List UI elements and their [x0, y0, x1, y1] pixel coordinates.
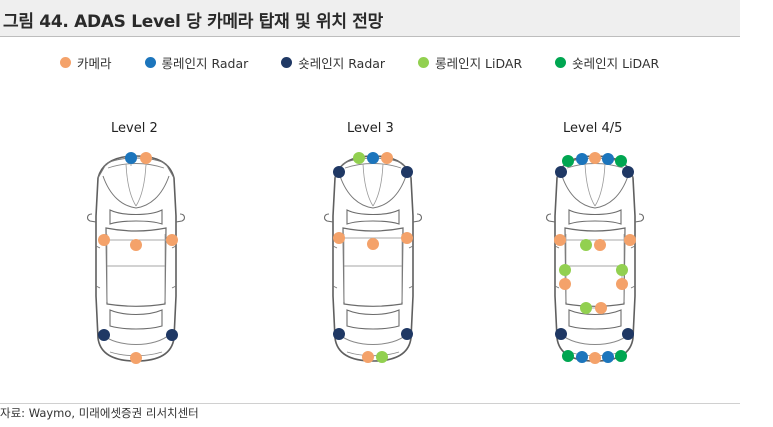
short-radar-dot: [622, 328, 634, 340]
camera-dot: [624, 234, 636, 246]
legend-item-short-lidar: 숏레인지 LiDAR: [555, 53, 659, 72]
camera-dot: [381, 152, 393, 164]
camera-dot: [559, 278, 571, 290]
short-radar-dot: [333, 328, 345, 340]
legend-item-camera: 카메라: [60, 53, 112, 72]
short-radar-dot: [401, 166, 413, 178]
legend-item-short-radar: 숏레인지 Radar: [281, 53, 385, 72]
camera-dot: [98, 234, 110, 246]
short-radar-dot: [166, 329, 178, 341]
blue-dot-icon: [144, 56, 156, 68]
short-radar-dot: [98, 329, 110, 341]
legend-label: 롱레인지 Radar: [161, 55, 249, 71]
legend-label: 롱레인지 LiDAR: [435, 55, 523, 71]
level-2-sensors: [98, 152, 178, 364]
long-radar-dot: [576, 153, 588, 165]
legend-label: 숏레인지 Radar: [298, 55, 386, 71]
level-3-sensors: [333, 152, 413, 363]
short-lidar-dot: [615, 350, 627, 362]
long-lidar-dot: [353, 152, 365, 164]
figure-title: 그림 44. ADAS Level 당 카메라 탑재 및 위치 전망: [3, 12, 383, 32]
legend: 카메라 롱레인지 Radar 숏레인지 Radar 롱레인지 LiDAR 숏레인…: [60, 52, 692, 72]
camera-dot: [367, 238, 379, 250]
camera-dot: [554, 234, 566, 246]
legend-item-long-lidar: 롱레인지 LiDAR: [418, 53, 522, 72]
green-dot-icon: [555, 56, 567, 68]
long-radar-dot: [576, 351, 588, 363]
long-lidar-dot: [580, 302, 592, 314]
long-radar-dot: [367, 152, 379, 164]
camera-dot: [616, 278, 628, 290]
short-radar-dot: [333, 166, 345, 178]
camera-dot: [589, 152, 601, 164]
short-radar-dot: [622, 166, 634, 178]
camera-dot: [166, 234, 178, 246]
camera-dot: [333, 232, 345, 244]
legend-label: 숏레인지 LiDAR: [572, 55, 660, 71]
short-lidar-dot: [615, 155, 627, 167]
camera-dot: [589, 352, 601, 364]
long-radar-dot: [125, 152, 137, 164]
short-lidar-dot: [562, 350, 574, 362]
level-2-label: Level 2: [111, 121, 158, 136]
camera-dot: [595, 302, 607, 314]
long-lidar-dot: [559, 264, 571, 276]
camera-dot: [401, 232, 413, 244]
navy-dot-icon: [281, 56, 293, 68]
short-radar-dot: [555, 328, 567, 340]
camera-dot: [130, 239, 142, 251]
short-lidar-dot: [562, 155, 574, 167]
legend-item-long-radar: 롱레인지 Radar: [144, 53, 249, 72]
level-4-5-sensors: [554, 152, 636, 364]
legend-label: 카메라: [77, 55, 112, 71]
lightgreen-dot-icon: [418, 56, 430, 68]
long-lidar-dot: [376, 351, 388, 363]
orange-dot-icon: [60, 56, 71, 68]
source-divider: [0, 403, 740, 404]
camera-dot: [594, 239, 606, 251]
camera-dot: [140, 152, 152, 164]
long-lidar-dot: [580, 239, 592, 251]
long-radar-dot: [602, 351, 614, 363]
source-note: 자료: Waymo, 미래에셋증권 리서치센터: [0, 406, 199, 420]
level-4-5-label: Level 4/5: [563, 121, 623, 136]
level-3-label: Level 3: [347, 121, 394, 136]
short-radar-dot: [401, 328, 413, 340]
camera-dot: [362, 351, 374, 363]
long-lidar-dot: [616, 264, 628, 276]
short-radar-dot: [555, 166, 567, 178]
long-radar-dot: [602, 153, 614, 165]
camera-dot: [130, 352, 142, 364]
title-bar: 그림 44. ADAS Level 당 카메라 탑재 및 위치 전망: [0, 0, 740, 37]
